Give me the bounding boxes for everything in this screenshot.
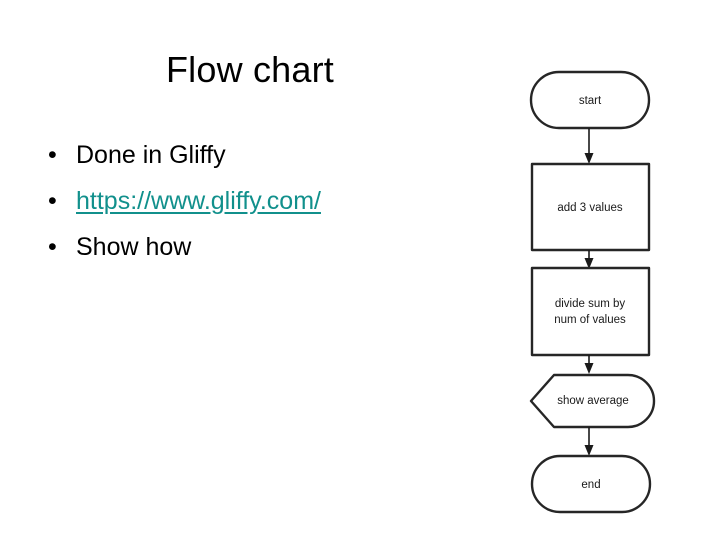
flow-node-start-label: start	[579, 95, 602, 107]
flow-node-divide-sum-label-line2: num of values	[554, 314, 626, 326]
flow-edge-start-to-add	[584, 128, 594, 164]
flow-node-start[interactable]: start	[529, 70, 651, 130]
list-item: • Done in Gliffy	[30, 132, 490, 178]
flow-node-end-label: end	[581, 479, 600, 491]
flow-node-end[interactable]: end	[530, 454, 652, 514]
bullet-list: • Done in Gliffy • https://www.gliffy.co…	[30, 132, 490, 270]
list-item: • https://www.gliffy.com/	[30, 178, 490, 224]
page-title: Flow chart	[165, 49, 335, 90]
flow-node-add-3-values-label: add 3 values	[557, 202, 622, 214]
flow-node-show-average[interactable]: show average	[529, 373, 656, 429]
bullet-text-show-how: Show how	[76, 233, 192, 261]
gliffy-website-link[interactable]: https://www.gliffy.com/	[76, 187, 321, 215]
list-item: • Show how	[30, 224, 490, 270]
bullet-text-done-in-gliffy: Done in Gliffy	[76, 141, 226, 169]
flow-edge-add-to-divide	[584, 250, 594, 269]
flow-edge-divide-to-show	[584, 355, 594, 374]
flow-node-add-3-values[interactable]: add 3 values	[530, 162, 651, 252]
flowchart-diagram: start add 3 values divide sum by num of …	[500, 50, 700, 530]
flow-node-divide-sum-label-line1: divide sum by	[555, 298, 626, 310]
bullet-marker-icon: •	[48, 141, 57, 169]
flow-node-divide-sum[interactable]: divide sum by num of values	[530, 266, 651, 357]
flow-node-show-average-label: show average	[557, 395, 629, 407]
bullet-marker-icon: •	[48, 187, 57, 215]
flow-edge-show-to-end	[584, 427, 594, 456]
bullet-marker-icon: •	[48, 233, 57, 261]
